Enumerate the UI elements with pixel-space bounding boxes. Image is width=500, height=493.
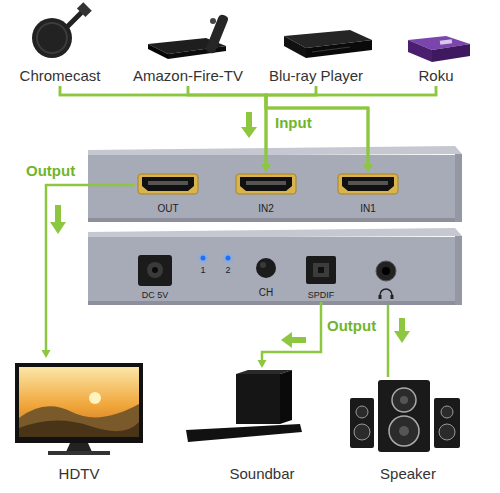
arrow-head [42,350,51,358]
switch-rear-panel [88,228,462,305]
signal-connector [188,86,271,172]
audio-wire [388,305,389,377]
connector-line [266,86,368,164]
hdmi-port [138,174,198,194]
hdmi-port [338,174,398,194]
led-label: 1 [200,265,205,275]
button-label: CH [259,287,273,299]
connector-line [60,86,368,164]
signal-connector [60,86,373,172]
signal-connector [188,86,373,172]
signal-connector [262,86,317,172]
node-label: IN1 [335,203,401,215]
arrow-head [364,164,373,172]
status-led [198,253,233,263]
soundbar-picture [186,370,302,442]
connector-line [262,302,321,360]
hdmi-port-box: IN1 [335,172,401,216]
node-label: Soundbar [190,465,334,482]
connector-line [60,86,266,164]
hdmi-port [236,174,296,194]
output-device: Soundbar [190,368,334,484]
node-label: Amazon-Fire-TV [126,67,250,84]
hdmi-port-box: IN2 [233,172,299,216]
connector-line [266,86,436,164]
arrow-head [262,164,271,172]
output-device: Speaker [348,372,468,484]
fire-tv-picture [148,14,229,59]
output-device: HDTV [10,358,148,484]
source-device: Roku [396,8,476,86]
direction-arrow [50,112,410,348]
signal-connector [266,86,436,172]
signal-connector [258,302,322,368]
node-label: Speaker [348,465,468,482]
node-label: OUT [135,203,201,215]
node-label: HDTV [10,465,148,482]
hdtv-picture [15,363,143,455]
headphone-jack [376,261,396,299]
led-label: 2 [225,265,230,275]
node-label: IN2 [233,203,299,215]
spdif-port [306,256,336,284]
signal-connector [266,86,373,172]
source-device: Amazon-Fire-TV [126,8,250,86]
arrow-head [364,164,373,172]
source-device: Chromecast [5,8,115,86]
arrow-head [364,164,373,172]
bluray-player-picture [284,30,372,58]
connector-line [46,185,135,350]
connector-line [188,86,266,164]
arrow-head [258,360,267,368]
arrow-head [364,164,373,172]
roku-picture [408,36,470,62]
spdif-port-box: SPDIF [295,254,347,302]
hdmi-port-box: OUT [135,172,201,216]
port-label: DC 5V [142,290,169,300]
dc-jack [138,255,172,286]
signal-label: Output [26,162,75,179]
arrow-head [262,164,271,172]
arrow-head [262,164,271,172]
signal-connector [60,86,271,172]
speaker-picture [350,380,460,452]
signal-connector [42,185,136,358]
signal-label: Input [275,114,312,131]
connector-line [188,86,368,164]
node-label: Blu-ray Player [261,67,371,84]
switch-front-panel [88,146,462,222]
signal-label: Output [327,317,376,334]
node-label: SPDIF [295,290,347,300]
source-device: Blu-ray Player [261,8,371,86]
connector-line [266,86,436,164]
channel-button [256,258,276,278]
chromecast-picture [32,2,92,58]
arrow-head [262,164,271,172]
node-label: Roku [396,67,476,84]
node-label: Chromecast [5,67,115,84]
connector-line [266,86,316,164]
signal-connector [262,86,437,172]
